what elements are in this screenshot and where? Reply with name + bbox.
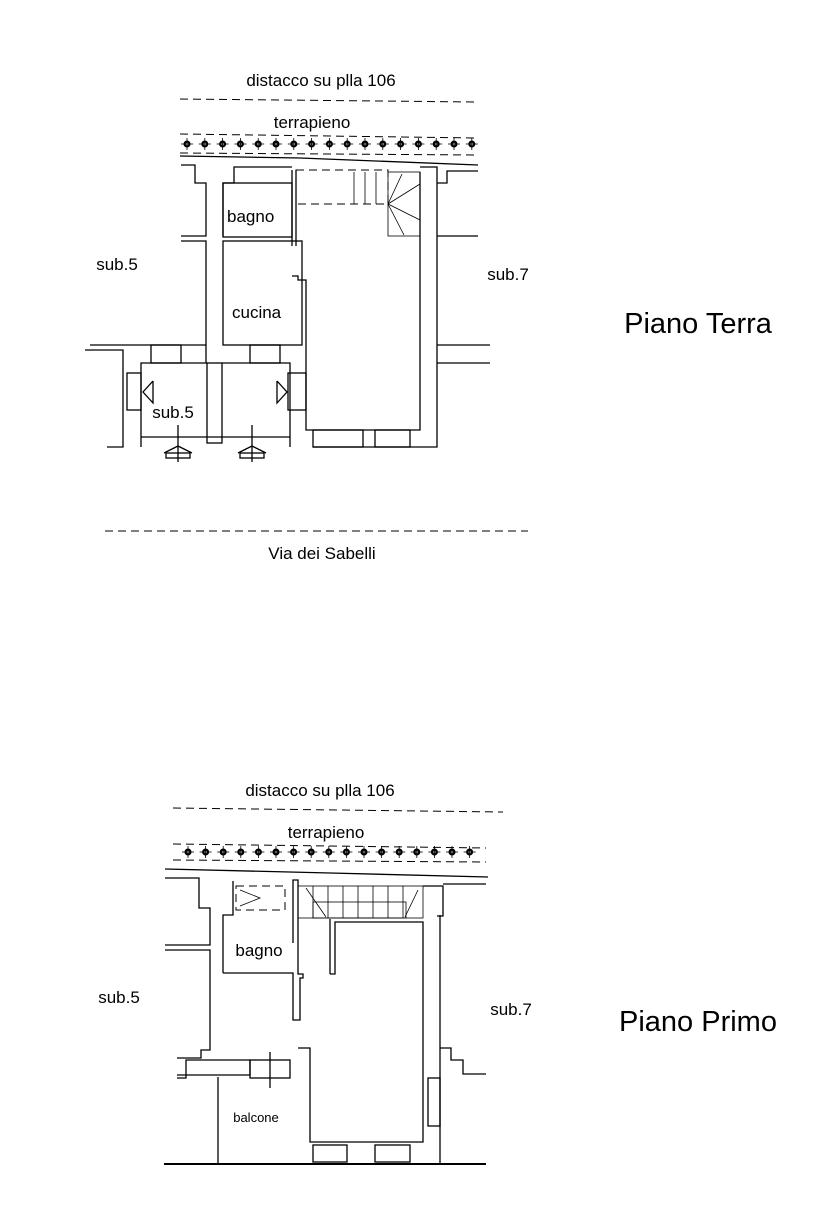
embankment-symbol <box>394 138 407 150</box>
embankment-dash-top <box>179 133 479 139</box>
floor-title: Piano Primo <box>619 1006 777 1038</box>
kitchen-room <box>222 240 303 346</box>
entrance-arrow <box>163 425 193 462</box>
embankment-symbols <box>182 846 476 858</box>
embankment-symbol <box>323 138 336 150</box>
embankment-symbol <box>322 846 335 858</box>
wall <box>437 170 478 184</box>
door-swing <box>276 380 288 405</box>
embankment-symbol <box>446 846 458 858</box>
embankment-label: terrapieno <box>288 823 365 842</box>
embankment-symbol <box>375 846 388 858</box>
window <box>312 1144 348 1163</box>
embankment-dash-bottom <box>179 152 479 156</box>
embankment-symbol <box>287 138 300 150</box>
shower <box>235 885 286 911</box>
door-swing <box>142 380 154 405</box>
retaining-wall <box>164 868 489 878</box>
embankment-symbol <box>270 846 282 858</box>
embankment-symbol <box>182 846 194 858</box>
embankment-symbol <box>410 846 423 858</box>
wall <box>90 240 207 346</box>
embankment-symbol <box>463 846 476 858</box>
neighbor-label-left: sub.5 <box>96 255 138 274</box>
staircase <box>295 169 421 237</box>
embankment-symbol <box>234 846 247 858</box>
room-label-kitchen: cucina <box>232 303 282 322</box>
embankment-symbol <box>376 138 389 150</box>
main-room <box>298 921 424 1143</box>
embankment-symbols <box>181 138 478 150</box>
room-label-balcony: balcone <box>233 1110 279 1125</box>
embankment-symbol <box>216 138 229 150</box>
embankment-symbol <box>428 846 441 858</box>
first-floor-plan: distacco su plla 106 terrapieno bagno <box>98 781 777 1165</box>
retaining-wall <box>179 155 479 166</box>
window <box>312 429 364 448</box>
embankment-symbol <box>305 846 318 858</box>
window <box>150 344 182 364</box>
shower-cross <box>239 889 262 907</box>
wall <box>313 166 438 448</box>
embankment-symbol <box>359 138 371 150</box>
embankment-symbol <box>341 138 354 150</box>
entrance-arrow <box>237 425 267 462</box>
embankment-symbol <box>305 138 318 150</box>
embankment-symbol <box>430 138 443 150</box>
embankment-symbol <box>234 138 247 150</box>
embankment-symbol <box>198 138 211 150</box>
wall <box>223 879 304 1021</box>
street-label: Via dei Sabelli <box>268 544 375 563</box>
window <box>374 429 411 448</box>
embankment-symbol <box>270 138 282 150</box>
wall <box>423 885 444 917</box>
embankment-symbol <box>465 138 478 150</box>
embankment-symbol <box>252 846 265 858</box>
embankment-symbol <box>448 138 460 150</box>
setback-line <box>179 98 479 103</box>
embankment-symbol <box>393 846 406 858</box>
wall <box>222 881 234 973</box>
neighbor-label-left: sub.5 <box>98 988 140 1007</box>
embankment-symbol <box>181 138 193 150</box>
setback-label: distacco su plla 106 <box>246 71 395 90</box>
wall <box>165 949 211 1059</box>
wall <box>440 1047 486 1075</box>
room-label-bathroom: bagno <box>235 941 282 960</box>
window <box>374 1144 411 1163</box>
embankment-dash-top <box>172 843 487 849</box>
embankment-symbol <box>252 138 265 150</box>
pillar <box>206 362 223 444</box>
neighbor-label-lower: sub.5 <box>152 403 194 422</box>
window <box>249 344 281 364</box>
setback-line <box>172 807 504 813</box>
staircase <box>297 885 424 919</box>
window <box>427 1077 441 1127</box>
wall <box>177 1059 251 1079</box>
embankment-label: terrapieno <box>274 113 351 132</box>
embankment-symbol <box>412 138 425 150</box>
wall <box>85 349 124 448</box>
setback-label: distacco su plla 106 <box>245 781 394 800</box>
main-room <box>292 172 421 431</box>
embankment-symbol <box>217 846 230 858</box>
door <box>126 372 142 411</box>
wall <box>222 362 291 447</box>
embankment-symbol <box>287 846 300 858</box>
neighbor-label-right: sub.7 <box>487 265 529 284</box>
ground-floor-plan: distacco su plla 106 terrapieno bagno cu… <box>85 71 773 563</box>
floor-title: Piano Terra <box>624 308 773 340</box>
wall <box>165 877 211 946</box>
neighbor-label-right: sub.7 <box>490 1000 532 1019</box>
embankment-symbol <box>340 846 353 858</box>
embankment-symbol <box>358 846 370 858</box>
door <box>287 372 307 411</box>
embankment-dash-bottom <box>172 859 487 863</box>
wall <box>181 164 207 237</box>
room-label-bathroom: bagno <box>227 207 274 226</box>
embankment-symbol <box>199 846 212 858</box>
